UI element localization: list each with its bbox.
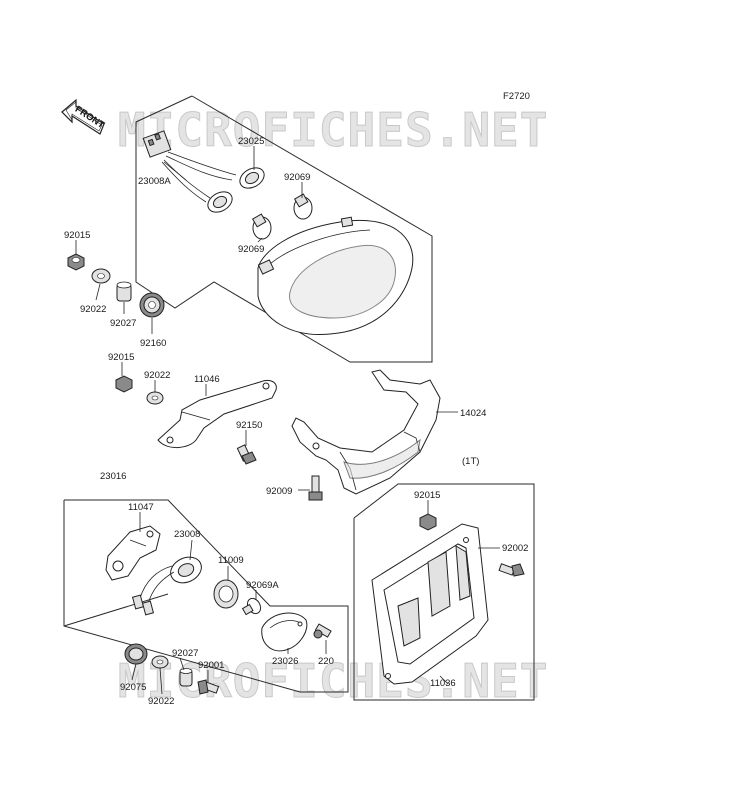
label-14024: 14024 [460, 408, 486, 419]
label-92015-top: 92015 [64, 230, 90, 241]
licence-light-assembly-frame [63, 499, 349, 693]
frame-diagonal [63, 593, 169, 627]
part-labels: 23025 23008A 92069 92069 92015 92022 920… [64, 136, 528, 707]
bracket-11046 [157, 379, 277, 448]
label-92002: 92002 [502, 543, 528, 554]
fender-14024 [291, 369, 441, 495]
washer-92022-bottom [151, 655, 169, 669]
label-92069A: 92069A [246, 580, 279, 591]
screw-220 [313, 623, 332, 639]
label-11036: 11036 [430, 678, 456, 689]
label-23008A: 23008A [138, 176, 171, 187]
plate-frame-top [353, 483, 474, 519]
label-92069-top: 92069 [284, 172, 310, 183]
label-92022-top: 92022 [80, 304, 106, 315]
taillight-assembly-frame [135, 95, 433, 363]
bracket-11047 [105, 525, 161, 581]
bulb-92069-top [293, 193, 313, 220]
label-92015-mid: 92015 [108, 352, 134, 363]
bolt-92001 [197, 679, 220, 695]
plate-bracket-11036 [371, 523, 489, 685]
watermark-bottom: MICROFICHES.NET [118, 654, 548, 708]
washer-92022-mid [146, 391, 164, 405]
washer-92022-top [91, 268, 111, 284]
bolt-92002 [498, 563, 525, 577]
label-11009: 11009 [218, 555, 244, 566]
plate-bracket-frame [353, 483, 535, 701]
grommet-92160 [139, 292, 165, 318]
label-23016: 23016 [100, 471, 126, 482]
figure-code: F2720 [503, 91, 530, 102]
label-92001: 92001 [198, 660, 224, 671]
collar-92027-bottom [179, 668, 193, 687]
label-92022-mid: 92022 [144, 370, 170, 381]
collar-92027-top [116, 281, 132, 302]
lens-23026 [261, 612, 308, 652]
label-92069-bottom: 92069 [238, 244, 264, 255]
gasket-11009 [213, 579, 239, 609]
label-92015-plate: 92015 [414, 490, 440, 501]
lamp-socket-23008 [131, 556, 202, 616]
label-11046: 11046 [194, 374, 220, 385]
label-92009: 92009 [266, 486, 292, 497]
connector-23008A [142, 130, 265, 213]
bulb-92069-bottom [251, 213, 272, 240]
bulb-92069A [241, 597, 262, 616]
bolt-92150 [236, 444, 257, 465]
label-23026: 23026 [272, 656, 298, 667]
label-92160: 92160 [140, 338, 166, 349]
label-220: 220 [318, 656, 334, 667]
label-11047: 11047 [128, 502, 154, 513]
label-92150: 92150 [236, 420, 262, 431]
label-92075: 92075 [120, 682, 146, 693]
label-23008: 23008 [174, 529, 200, 540]
label-92027-top: 92027 [110, 318, 136, 329]
nut-92015-plate [419, 513, 437, 531]
label-92027-bottom: 92027 [172, 648, 198, 659]
grommet-92075 [124, 643, 148, 665]
label-23025: 23025 [238, 136, 264, 147]
front-arrow-icon: FRONT [61, 98, 106, 135]
leader-lines [75, 146, 500, 695]
taillight-lens [257, 216, 414, 336]
bolt-92009 [308, 475, 323, 501]
nut-92015-top [67, 253, 85, 271]
label-1T: (1T) [462, 456, 479, 467]
label-92022-bottom: 92022 [148, 696, 174, 707]
nut-92015-mid [115, 375, 133, 393]
watermark-top: MICROFICHES.NET [118, 103, 548, 157]
